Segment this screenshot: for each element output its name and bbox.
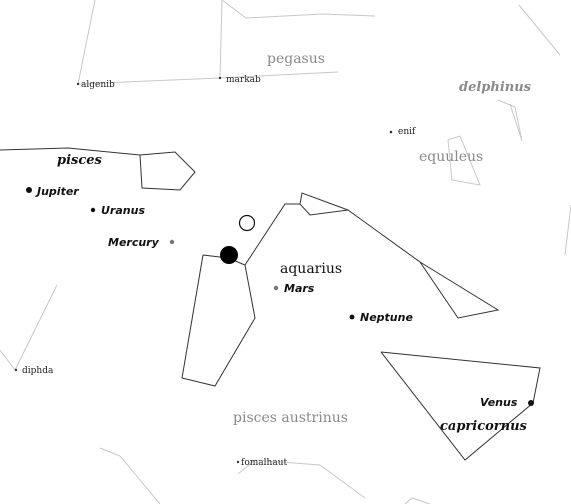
constellation-label-aquarius: aquarius xyxy=(280,261,342,277)
planet-label-neptune: Neptune xyxy=(360,311,413,324)
delphinus-lines-2 xyxy=(497,99,523,142)
cetus-lines xyxy=(0,284,58,371)
star-label-algenib: algenib xyxy=(81,80,115,90)
moon-icon[interactable] xyxy=(238,214,256,232)
southern-lines-3 xyxy=(404,497,431,504)
constellation-label-pisces-austrinus: pisces austrinus xyxy=(233,410,348,426)
uranus-planet-icon[interactable] xyxy=(90,207,96,213)
jupiter-planet-icon[interactable] xyxy=(26,187,32,193)
aquarius-lines xyxy=(181,254,256,387)
star-label-fomalhaut: fomalhaut xyxy=(241,458,287,468)
constellation-label-capricornus: capricornus xyxy=(440,419,528,434)
constellation-label-pisces: pisces xyxy=(57,153,103,168)
markab-star-icon[interactable] xyxy=(218,76,222,80)
constellation-label-pegasus: pegasus xyxy=(267,51,325,67)
southern-lines-2 xyxy=(99,447,161,504)
star-label-markab: markab xyxy=(226,75,261,85)
equuleus-lines xyxy=(447,135,481,186)
venus-planet-icon[interactable] xyxy=(528,400,534,406)
pegasus-lines xyxy=(77,0,339,85)
planet-label-jupiter: Jupiter xyxy=(35,185,79,198)
southern-lines xyxy=(237,459,366,499)
aquarius-lines-3 xyxy=(299,192,349,211)
mercury-planet-icon[interactable] xyxy=(169,239,175,245)
planet-label-uranus: Uranus xyxy=(101,204,145,217)
planet-label-venus: Venus xyxy=(480,396,518,409)
pegasus-lines-2 xyxy=(219,0,223,79)
pegasus-lines-3 xyxy=(221,0,376,19)
constellation-label-delphinus: delphinus xyxy=(459,80,532,95)
fomalhaut-star-icon[interactable] xyxy=(236,460,240,464)
neptune-planet-icon[interactable] xyxy=(349,314,355,320)
algenib-star-icon[interactable] xyxy=(76,82,80,86)
mars-planet-icon[interactable] xyxy=(273,285,279,291)
constellation-label-equuleus: equuleus xyxy=(419,149,483,165)
diphda-star-icon[interactable] xyxy=(14,368,18,372)
planet-label-mercury: Mercury xyxy=(108,236,160,249)
star-label-diphda: diphda xyxy=(22,366,54,376)
star-label-enif: enif xyxy=(398,127,416,137)
enif-star-icon[interactable] xyxy=(389,130,393,134)
delphinus-lines xyxy=(518,4,561,56)
east-edge-lines xyxy=(564,204,571,256)
pisces-lines xyxy=(0,147,196,191)
planet-label-mars: Mars xyxy=(284,282,315,295)
sun-icon[interactable] xyxy=(220,246,238,264)
